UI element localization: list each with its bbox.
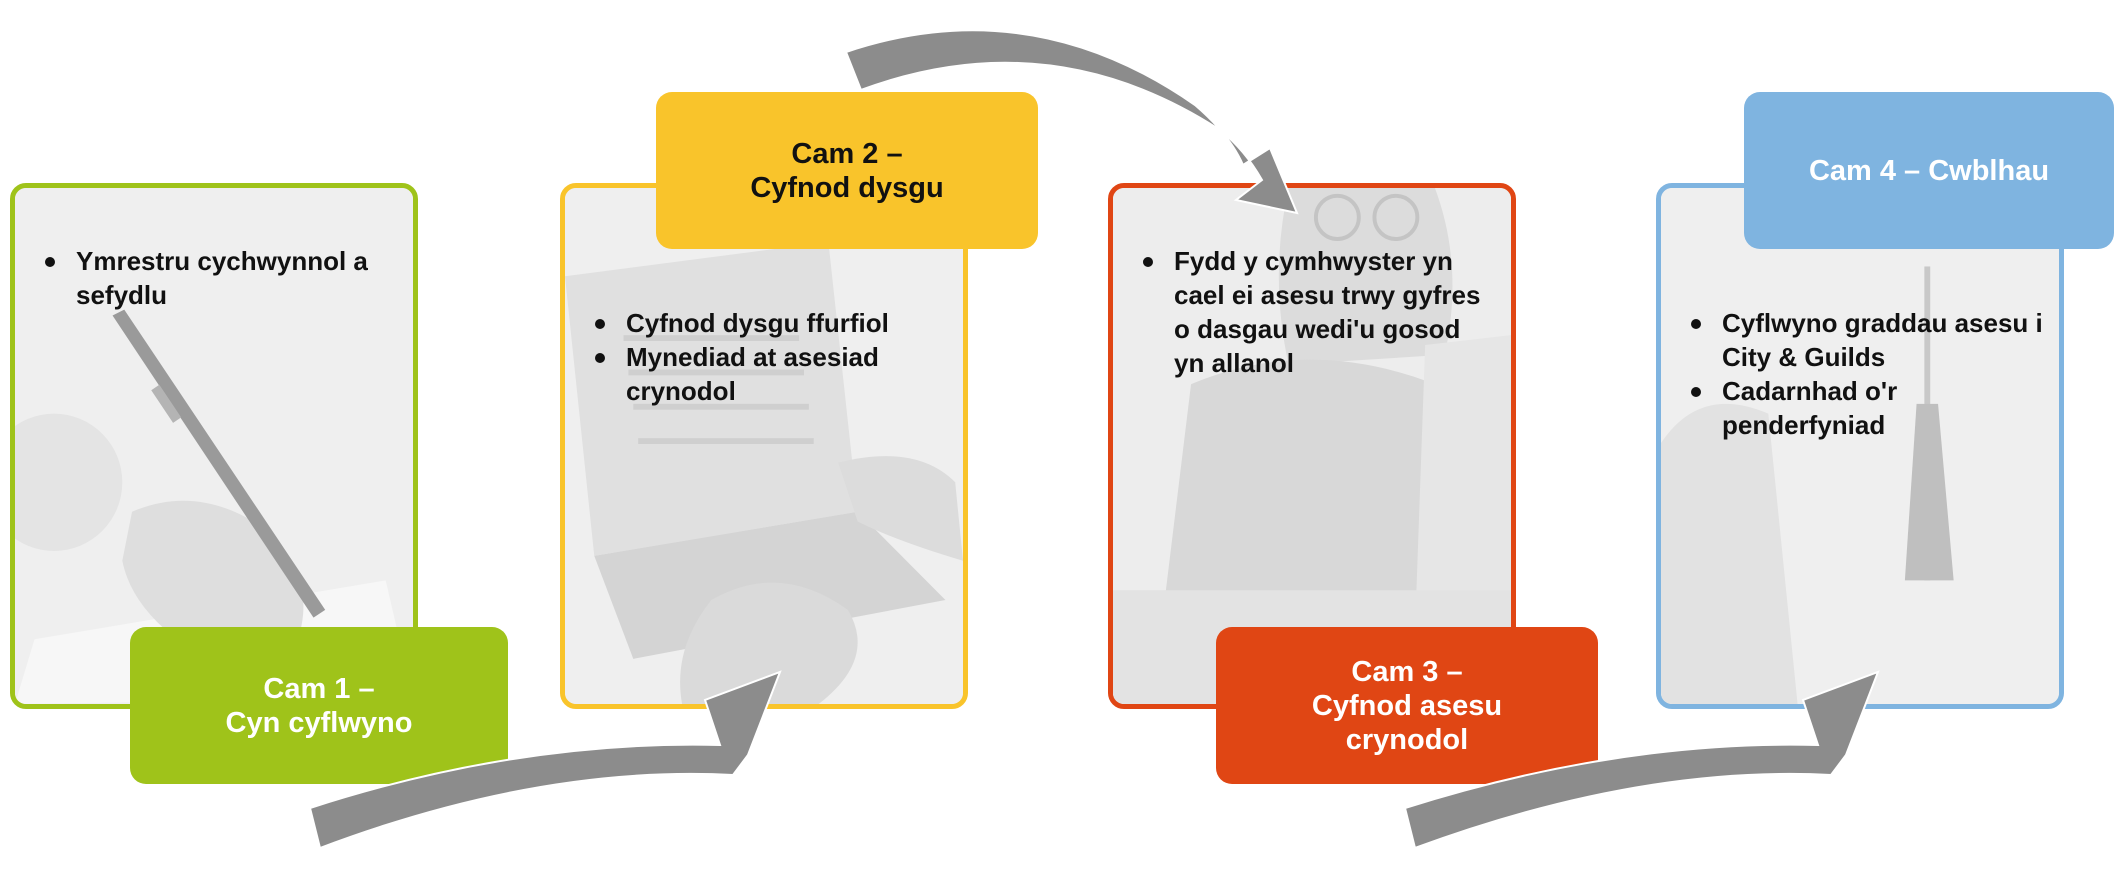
photo-calendar-grid (623, 335, 814, 445)
photo-glasses-right (1372, 193, 1420, 241)
photo-pen-clip (151, 384, 182, 423)
student-studying-photo (1113, 188, 1511, 704)
stage-3-item: Fydd y cymhwyster yn cael ei asesu trwy … (1138, 244, 1488, 380)
stage-3-items: Fydd y cymhwyster yn cael ei asesu trwy … (1138, 244, 1488, 380)
stage-4-item: Cadarnhad o'r penderfyniad (1686, 374, 2046, 442)
graduation-tassel-photo (1661, 188, 2059, 704)
photo-shadow (15, 413, 123, 551)
stage-4-item: Cyflwyno graddau asesu i City & Guilds (1686, 306, 2046, 374)
photo-tassel (1904, 403, 1954, 581)
photo-hand (122, 500, 304, 662)
photo-pen (112, 309, 326, 618)
stage-2-item: Mynediad at asesiad crynodol (590, 340, 950, 408)
stage-2-card: Cyfnod dysgu ffurfiol Mynediad at asesia… (560, 183, 968, 709)
stage-1-item: Ymrestru cychwynnol a sefydlu (40, 244, 390, 312)
photo-hair (1661, 403, 1798, 704)
stage-4-label: Cam 4 – Cwblhau (1744, 92, 2114, 249)
stage-2-label: Cam 2 – Cyfnod dysgu (656, 92, 1038, 249)
photo-laptop-screen (565, 241, 858, 556)
stage-2-item: Cyfnod dysgu ffurfiol (590, 306, 950, 340)
stage-2-items: Cyfnod dysgu ffurfiol Mynediad at asesia… (590, 306, 950, 408)
photo-laptop (1415, 335, 1511, 620)
stage-3-label: Cam 3 – Cyfnod asesu crynodol (1216, 627, 1598, 784)
photo-hand-right (838, 456, 963, 561)
stage-3-card: Fydd y cymhwyster yn cael ei asesu trwy … (1108, 183, 1516, 709)
stage-1-label: Cam 1 – Cyn cyflwyno (130, 627, 508, 784)
stage-1-items: Ymrestru cychwynnol a sefydlu (40, 244, 390, 312)
photo-glasses-left (1313, 193, 1361, 241)
laptop-calendar-photo (565, 188, 963, 704)
stage-4-card: Cyflwyno graddau asesu i City & Guilds C… (1656, 183, 2064, 709)
stage-4-items: Cyflwyno graddau asesu i City & Guilds C… (1686, 306, 2046, 442)
